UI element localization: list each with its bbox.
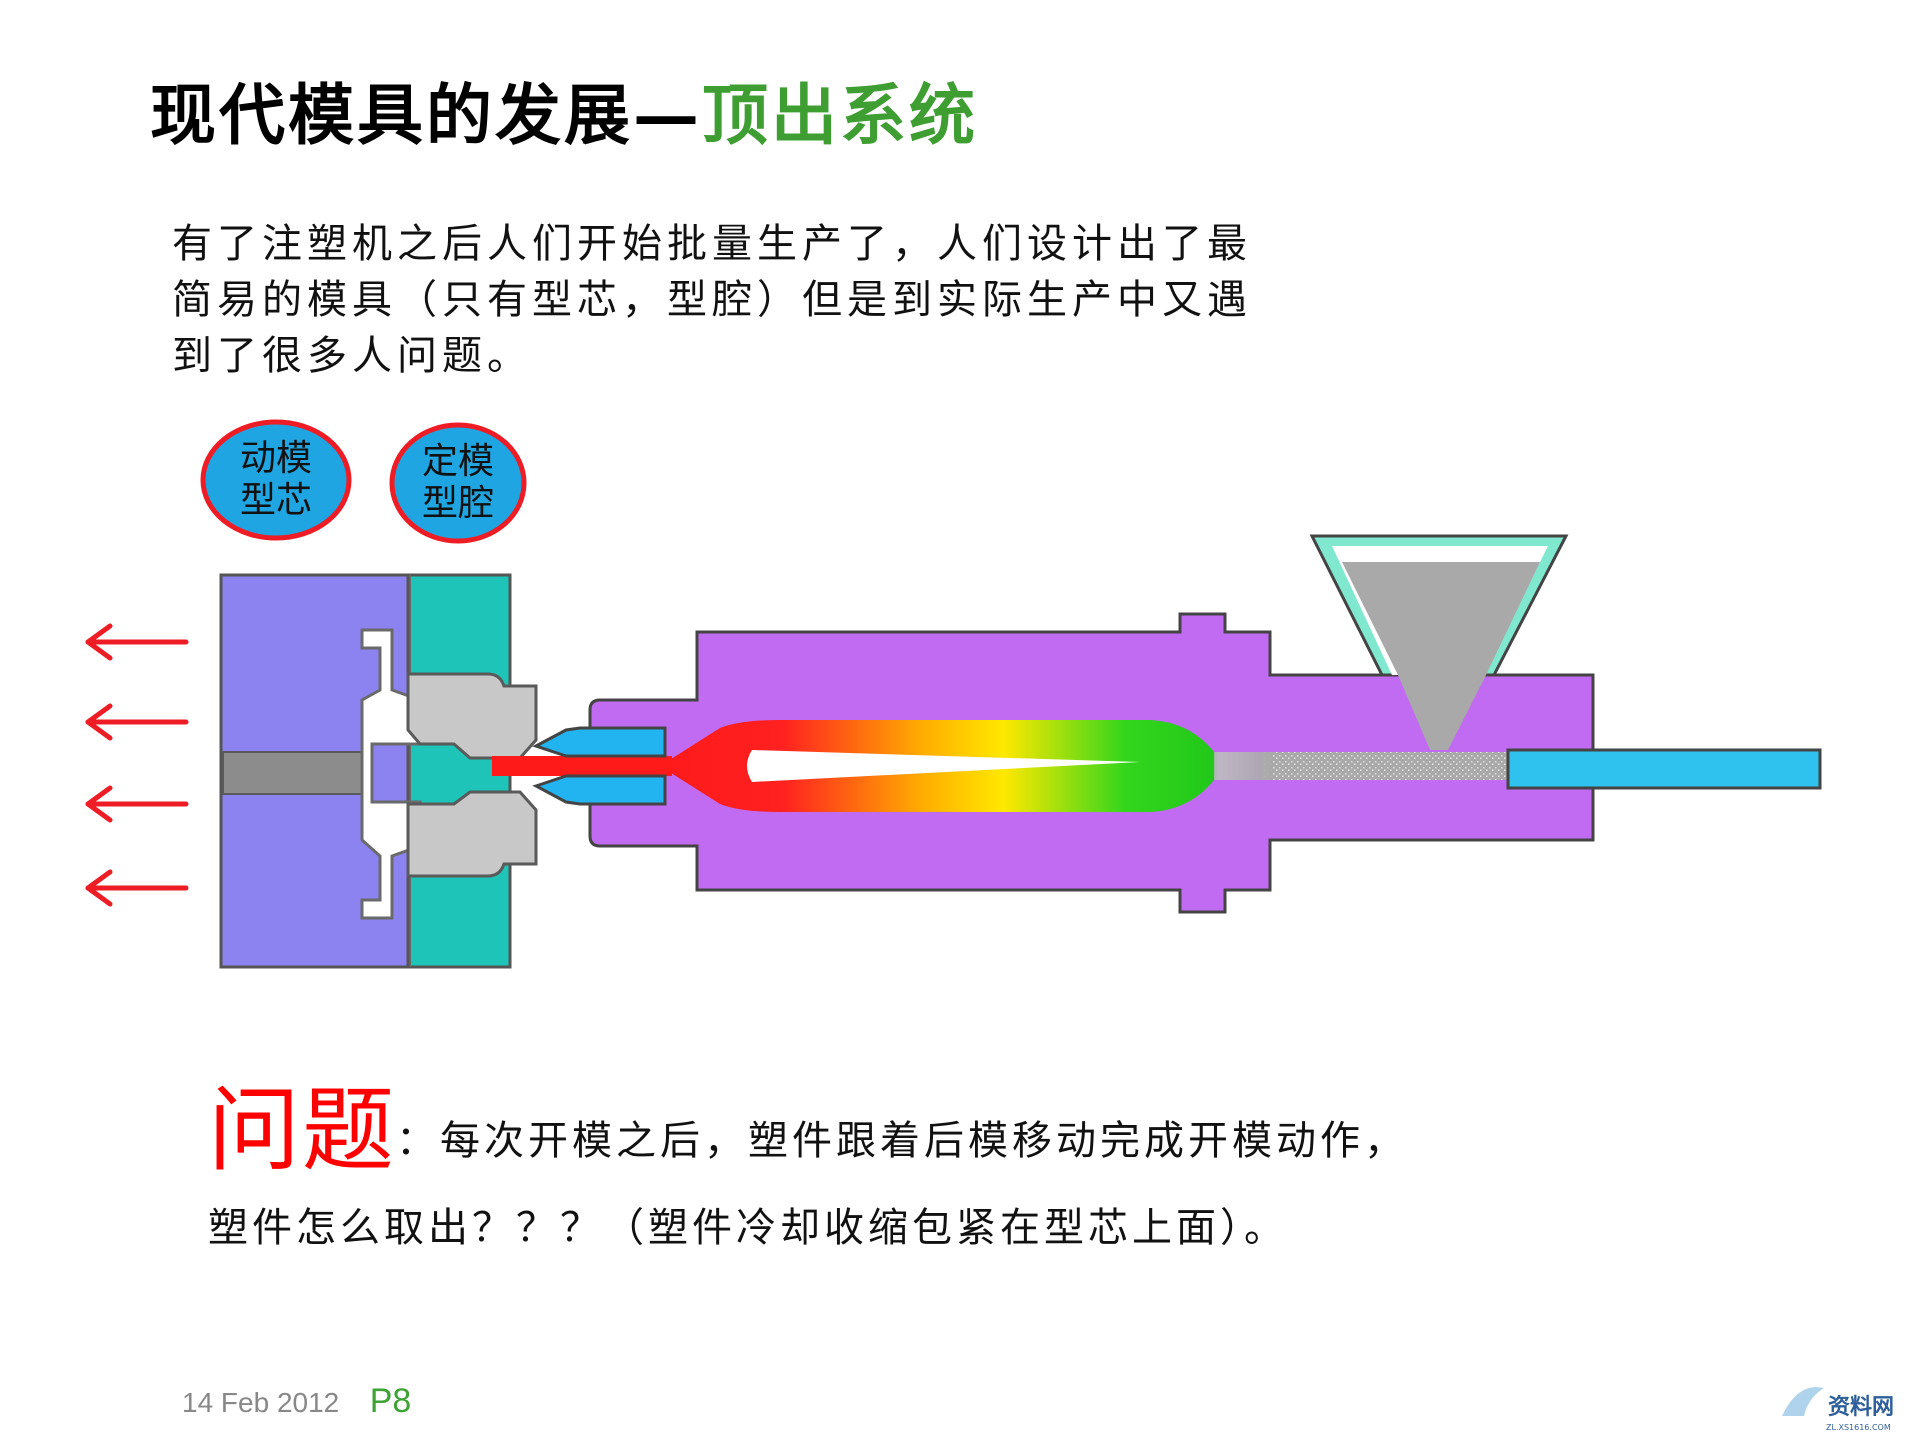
intro-line: 简易的模具（只有型芯，型腔）但是到实际生产中又遇: [172, 277, 1252, 323]
problem-line: ：每次开模之后，塑件跟着后模移动完成开模动作，: [396, 1118, 1409, 1164]
granule-stream: [1262, 752, 1508, 780]
fixed-mold-label-line: 定模: [422, 441, 494, 482]
sprue-bushing-lower: [406, 790, 538, 878]
fixed-mold-label: 定模 型腔: [389, 422, 527, 544]
fixed-mold-label-line: 型腔: [422, 483, 494, 524]
site-watermark-logo: 资料网 ZL.XS1616.COM: [1782, 1387, 1894, 1432]
title-dash: —: [633, 76, 702, 154]
injection-molding-diagram: 动模 型芯 定模 型腔: [85, 419, 1822, 969]
melt-flow: [492, 720, 1508, 812]
fixed-mold-label-bubble: [389, 422, 527, 544]
plunger-rod: [1506, 748, 1822, 790]
title-accent: 顶出系统: [702, 76, 978, 154]
watermark-text: 资料网: [1828, 1395, 1894, 1420]
hopper-material: [1342, 562, 1540, 675]
nozzle: [532, 726, 667, 806]
left-arrow-icon: [85, 869, 189, 907]
moving-mold-label-line: 型芯: [240, 480, 312, 521]
intro-line: 到了很多人问题。: [172, 333, 532, 379]
core-insert: [222, 751, 372, 795]
sprue-bushing-upper: [406, 672, 538, 760]
page-title: 现代模具的发展—顶出系统: [150, 62, 978, 158]
problem-heading: 问题: [208, 1077, 397, 1184]
slide-footer: 14 Feb 2012 P8: [182, 1382, 411, 1421]
intro-line: 有了注塑机之后人们开始批量生产了，人们设计出了最: [172, 221, 1252, 267]
slide-page-number: P8: [369, 1382, 412, 1420]
watermark-subtext: ZL.XS1616.COM: [1826, 1423, 1891, 1432]
left-arrow-icon: [85, 785, 189, 823]
screw-tip: [747, 750, 1140, 782]
moving-mold-label: 动模 型芯: [200, 419, 352, 541]
moving-mold-label-line: 动模: [240, 438, 312, 479]
problem-line: 塑件怎么取出？？？（塑件冷却收缩包紧在型芯上面）。: [208, 1205, 1288, 1251]
problem-statement: 问题：每次开模之后，塑件跟着后模移动完成开模动作， 塑件怎么取出？？？（塑件冷却…: [208, 1056, 1768, 1253]
mold-opening-arrows: [85, 623, 189, 907]
intro-paragraph: 有了注塑机之后人们开始批量生产了，人们设计出了最 简易的模具（只有型芯，型腔）但…: [172, 216, 1352, 384]
watermark-swirl-icon: [1782, 1387, 1824, 1416]
melt-in-nozzle: [492, 756, 672, 776]
left-arrow-icon: [85, 623, 189, 661]
hopper: [1309, 534, 1569, 750]
slide-date: 14 Feb 2012: [182, 1387, 340, 1418]
left-arrow-icon: [85, 703, 189, 741]
title-main: 现代模具的发展: [150, 76, 633, 154]
moving-mold-label-bubble: [200, 419, 352, 541]
